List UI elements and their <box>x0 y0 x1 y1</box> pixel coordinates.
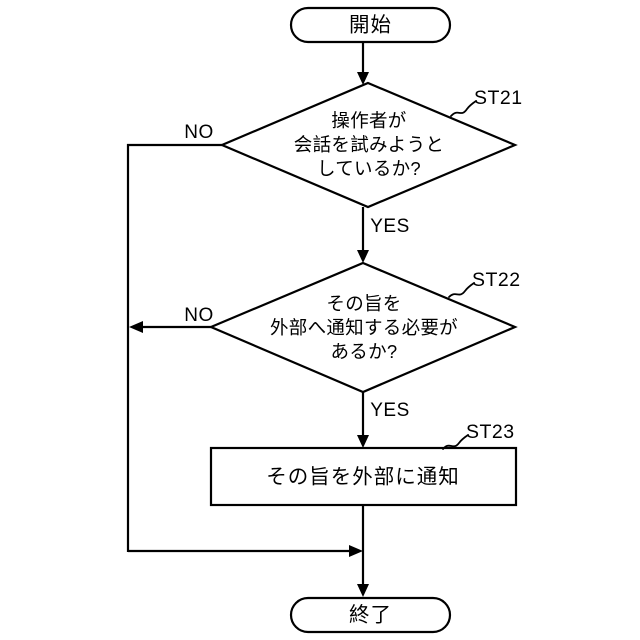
edge-st23-to-end <box>357 505 369 597</box>
decision-st22-line-3: あるか? <box>331 341 398 362</box>
node-end[interactable]: 終了 <box>289 596 452 634</box>
arrow-head-icon <box>357 72 369 85</box>
decision-st21-line-1: 操作者が <box>331 110 406 131</box>
edge-label-no-st22: NO <box>184 305 214 326</box>
decision-st21-shape <box>219 81 518 209</box>
edge-st21-no: NO <box>126 122 222 552</box>
st22-leader-line <box>448 282 475 298</box>
edge-st22-yes: YES <box>357 392 410 448</box>
arrow-head-icon <box>357 584 369 597</box>
decision-st21-line-2: 会話を試みようと <box>294 134 444 155</box>
node-start[interactable]: 開始 <box>289 6 452 44</box>
step-tag-st23-group: ST23 <box>442 421 515 450</box>
node-process-st23[interactable]: その旨を外部に通知 <box>209 446 518 507</box>
step-tag-st21-group: ST21 <box>450 87 523 117</box>
node-decision-st22[interactable]: その旨を 外部へ通知する必要が あるか? <box>208 261 518 394</box>
arrow-head-icon <box>357 435 369 448</box>
end-node-label: 終了 <box>349 603 392 626</box>
arrow-head-icon <box>129 321 143 333</box>
edge-label-yes-st22: YES <box>370 400 410 421</box>
edge-label-yes-st21: YES <box>370 216 410 237</box>
arrow-head-icon <box>349 545 363 557</box>
end-node-shape <box>289 596 452 634</box>
node-decision-st21[interactable]: 操作者が 会話を試みようと しているか? <box>219 81 518 209</box>
arrow-head-icon <box>357 250 369 263</box>
step-tag-st21: ST21 <box>474 87 523 109</box>
edge-st22-no: NO <box>129 305 214 333</box>
edge-start-to-st21 <box>357 42 369 85</box>
process-st23-label: その旨を外部に通知 <box>266 465 460 488</box>
edge-label-no-st21: NO <box>184 122 214 143</box>
step-tag-st23: ST23 <box>466 421 515 443</box>
decision-st22-line-2: 外部へ通知する必要が <box>270 317 458 338</box>
edge-merge-loopback <box>128 545 363 557</box>
start-node-shape <box>289 6 452 44</box>
start-node-label: 開始 <box>349 13 392 36</box>
edge-st21-yes: YES <box>357 207 410 263</box>
step-tag-st22: ST22 <box>472 269 521 291</box>
st23-leader-line <box>442 434 469 450</box>
decision-st21-line-3: しているか? <box>317 158 421 179</box>
decision-st22-line-1: その旨を <box>326 293 401 314</box>
step-tag-st22-group: ST22 <box>448 269 521 298</box>
st21-leader-line <box>450 100 477 117</box>
